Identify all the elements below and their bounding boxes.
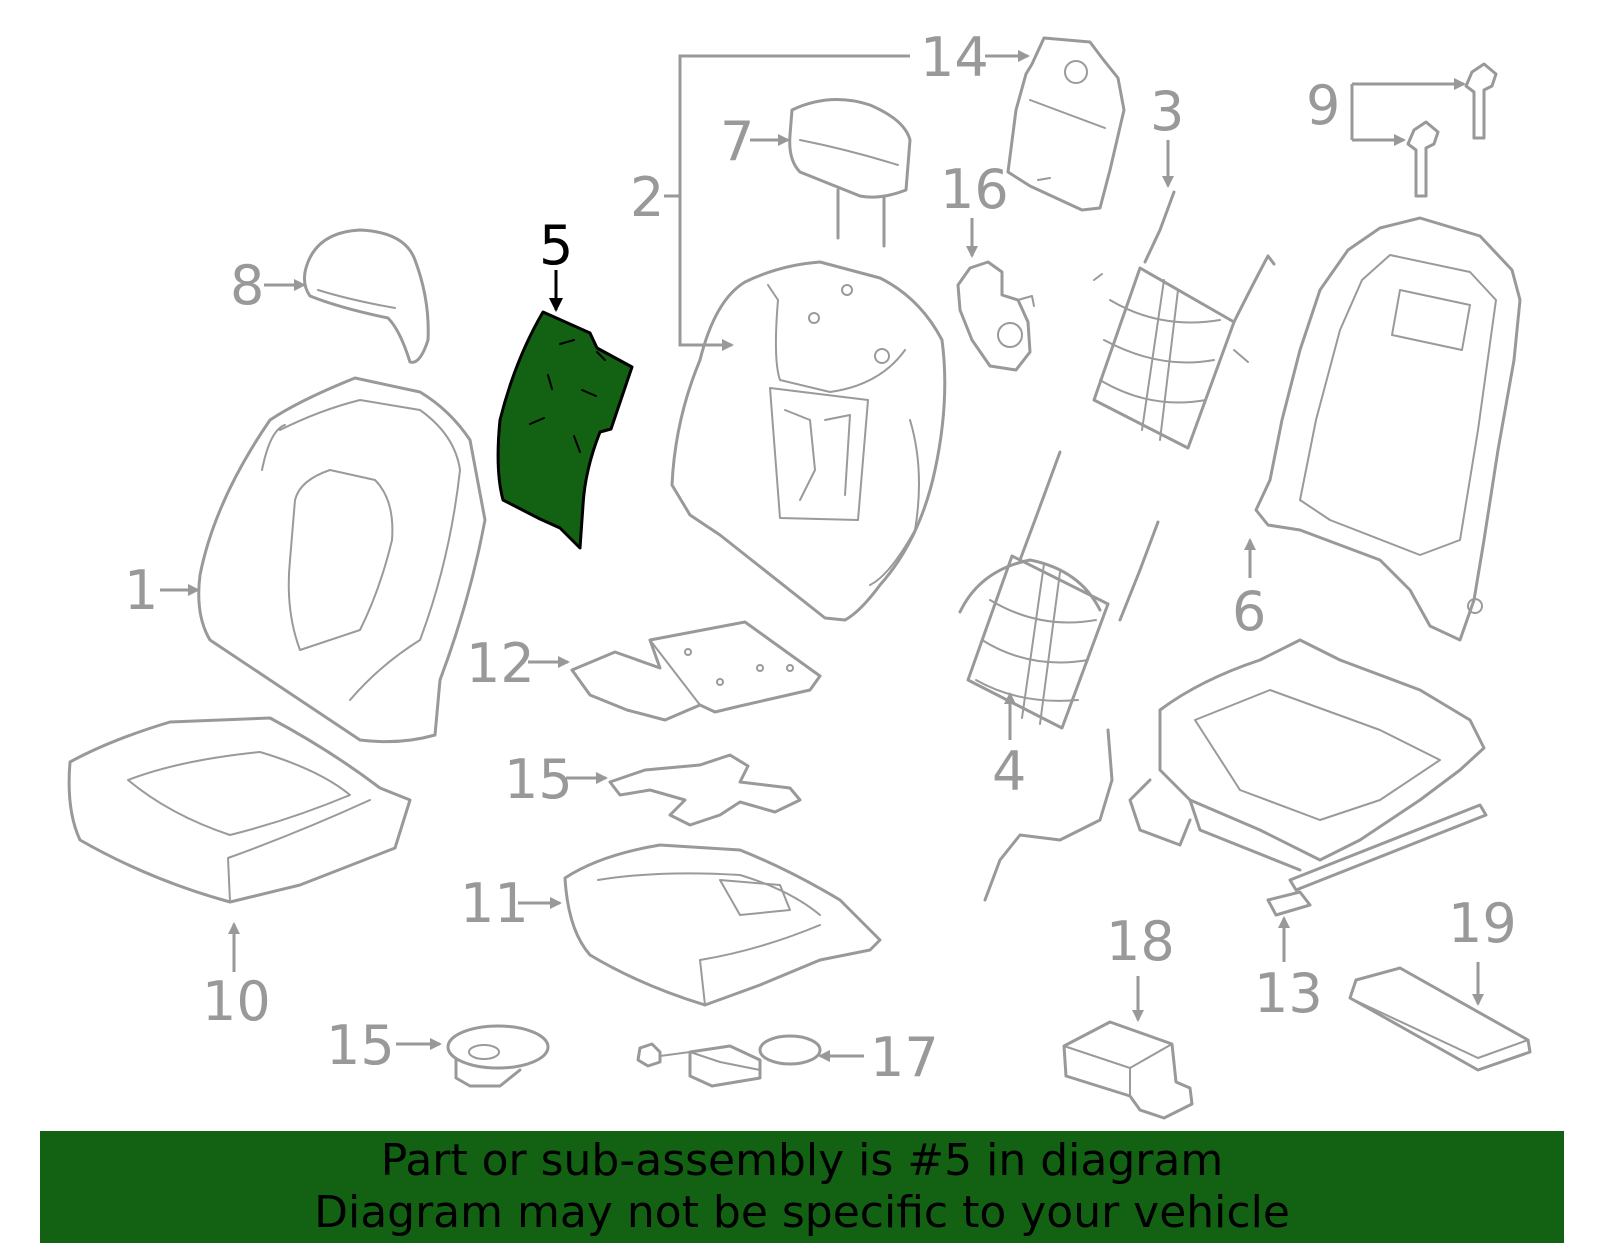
callout-11: 11 — [460, 872, 529, 935]
callout-labels: 1 2 3 4 5 6 7 8 9 10 11 12 13 14 15 15 1… — [124, 26, 1517, 1089]
callout-14: 14 — [920, 26, 989, 89]
callout-13: 13 — [1254, 962, 1323, 1025]
banner-line-2: Diagram may not be specific to your vehi… — [314, 1187, 1290, 1238]
callout-10: 10 — [202, 970, 271, 1033]
part-4-lumbar-support — [958, 450, 1160, 902]
callout-15-lower: 15 — [326, 1014, 395, 1077]
callout-12: 12 — [466, 632, 535, 695]
part-18-module — [1062, 1020, 1194, 1120]
callout-1: 1 — [124, 559, 158, 622]
callout-3: 3 — [1150, 80, 1184, 143]
callout-16: 16 — [940, 158, 1009, 221]
leader-lines — [160, 50, 1484, 1062]
info-banner: Part or sub-assembly is #5 in diagram Di… — [40, 1131, 1564, 1243]
part-1-seat-back-cover — [197, 376, 487, 744]
part-10-seat-cushion-cover — [67, 716, 412, 904]
callout-6: 6 — [1232, 580, 1266, 643]
callout-8: 8 — [230, 254, 264, 317]
part-8-headrest — [303, 228, 430, 364]
part-19-flat-module — [1348, 966, 1532, 1072]
part-16-motor — [956, 260, 1035, 372]
callout-2: 2 — [630, 166, 664, 229]
part-9-bolts — [1406, 62, 1498, 198]
part-12-pad — [570, 620, 822, 722]
part-14-back-panel — [1006, 36, 1126, 212]
callout-9: 9 — [1306, 74, 1340, 137]
part-15-speaker — [446, 1024, 550, 1088]
callout-17: 17 — [870, 1026, 939, 1089]
part-5-highlighted-panel — [496, 310, 634, 550]
part-17-harness — [636, 1034, 822, 1088]
callout-5: 5 — [539, 214, 573, 277]
part-2-seat-back-assembly — [670, 260, 947, 622]
callout-4: 4 — [992, 740, 1026, 803]
part-11-cushion-pad — [563, 843, 882, 1007]
part-15-pad-upper — [608, 753, 802, 827]
part-7-headrest — [788, 98, 912, 248]
callout-15-upper: 15 — [504, 748, 573, 811]
part-6-seat-back-frame — [1254, 216, 1522, 642]
part-13-seat-track — [1128, 638, 1488, 917]
callout-19: 19 — [1448, 892, 1517, 955]
part-3-lumbar-support — [1092, 190, 1276, 450]
callout-18: 18 — [1106, 910, 1175, 973]
banner-line-1: Part or sub-assembly is #5 in diagram — [380, 1135, 1224, 1186]
callout-7: 7 — [720, 110, 754, 173]
